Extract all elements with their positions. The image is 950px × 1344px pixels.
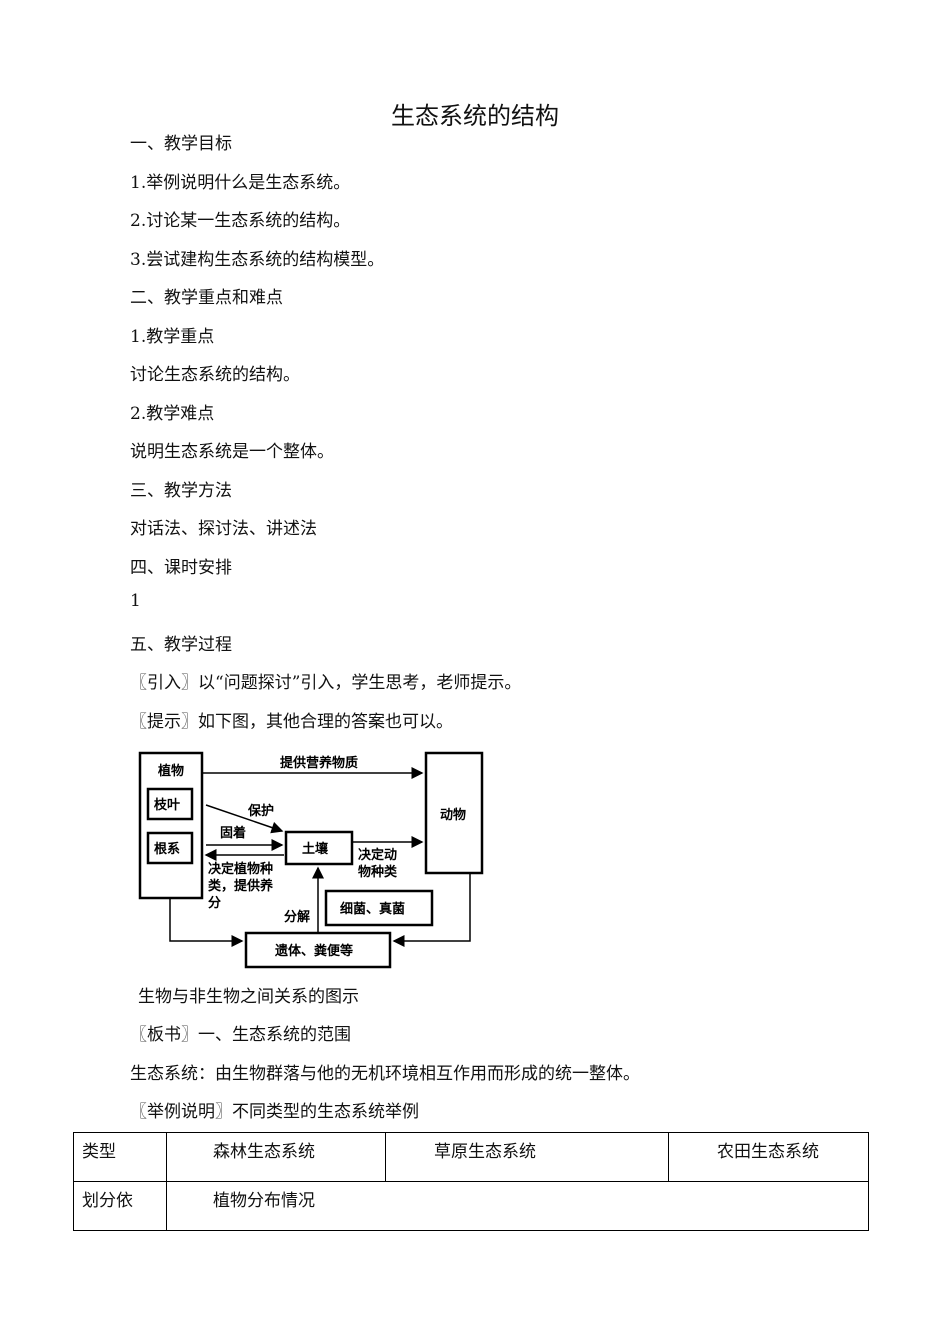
text-line: 2.讨论某一生态系统的结构。 <box>130 211 351 231</box>
text-line: 2.教学难点 <box>130 404 215 424</box>
nutrients-label: 提供营养物质 <box>280 755 358 771</box>
root-box <box>146 831 194 865</box>
table-cell: 农田生态系统 <box>668 1132 869 1182</box>
leaf-label: 枝叶 <box>153 797 180 813</box>
ecosystem-types-table: 类型 森林生态系统 草原生态系统 农田生态系统 划分依 植物分布情况 <box>73 1132 869 1231</box>
decide-animal-label-2: 物种类 <box>358 864 398 880</box>
animal-box <box>424 751 484 875</box>
soil-label: 土壤 <box>302 841 329 857</box>
table-row: 类型 森林生态系统 草原生态系统 农田生态系统 <box>73 1132 869 1182</box>
remains-label: 遗体、粪便等 <box>274 943 353 959</box>
section-heading: 三、教学方法 <box>130 481 232 501</box>
table-cell: 草原生态系统 <box>385 1132 669 1182</box>
table-cell: 类型 <box>73 1132 167 1182</box>
bacteria-label: 细菌、真菌 <box>340 901 405 917</box>
table-row: 划分依 植物分布情况 <box>73 1181 869 1231</box>
section-heading: 五、教学过程 <box>130 635 232 655</box>
text-line: 3.尝试建构生态系统的结构模型。 <box>130 250 385 270</box>
diagram-caption: 生物与非生物之间关系的图示 <box>138 987 359 1007</box>
decide-plant-label-1: 决定植物种 <box>208 861 273 877</box>
text-line: 1.举例说明什么是生态系统。 <box>130 173 351 193</box>
section-heading: 二、教学重点和难点 <box>130 288 283 308</box>
decide-plant-label-3: 分 <box>208 895 221 911</box>
text-line: 生态系统：由生物群落与他的无机环境相互作用而形成的统一整体。 <box>130 1064 640 1084</box>
root-label: 根系 <box>154 841 180 857</box>
soil-box <box>284 830 354 866</box>
section-heading: 四、课时安排 <box>130 558 232 578</box>
ecosystem-diagram: 植物 枝叶 根系 动物 土壤 细菌、真菌 遗体、粪便等 提供营养物质 保护 固着… <box>138 751 484 969</box>
text-line: 1 <box>130 591 141 611</box>
table-cell: 划分依 <box>73 1181 167 1231</box>
decide-plant-label-2: 类，提供养 <box>208 878 274 894</box>
text-line: 〖举例说明〗不同类型的生态系统举例 <box>130 1102 419 1122</box>
text-line: 1.教学重点 <box>130 327 215 347</box>
table-cell: 森林生态系统 <box>166 1132 386 1182</box>
plant-box <box>138 751 204 900</box>
bacteria-box <box>324 889 434 927</box>
text-line: 说明生态系统是一个整体。 <box>130 442 334 462</box>
decompose-label: 分解 <box>284 909 310 925</box>
table-cell: 植物分布情况 <box>166 1181 869 1231</box>
text-line: 〖提示〗如下图，其他合理的答案也可以。 <box>130 712 453 732</box>
text-line: 讨论生态系统的结构。 <box>130 365 300 385</box>
page-title: 生态系统的结构 <box>391 102 559 130</box>
leaf-box <box>146 787 194 821</box>
animal-label: 动物 <box>440 807 466 823</box>
text-line: 〖板书〗一、生态系统的范围 <box>130 1025 351 1045</box>
plant-label: 植物 <box>157 763 184 779</box>
section-heading: 一、教学目标 <box>130 134 232 154</box>
fix-label: 固着 <box>220 825 246 841</box>
text-line: 对话法、探讨法、讲述法 <box>130 519 317 539</box>
decide-animal-label-1: 决定动 <box>358 847 397 863</box>
text-line: 〖引入〗以“问题探讨”引入，学生思考，老师提示。 <box>130 673 522 693</box>
protect-label: 保护 <box>247 803 274 819</box>
